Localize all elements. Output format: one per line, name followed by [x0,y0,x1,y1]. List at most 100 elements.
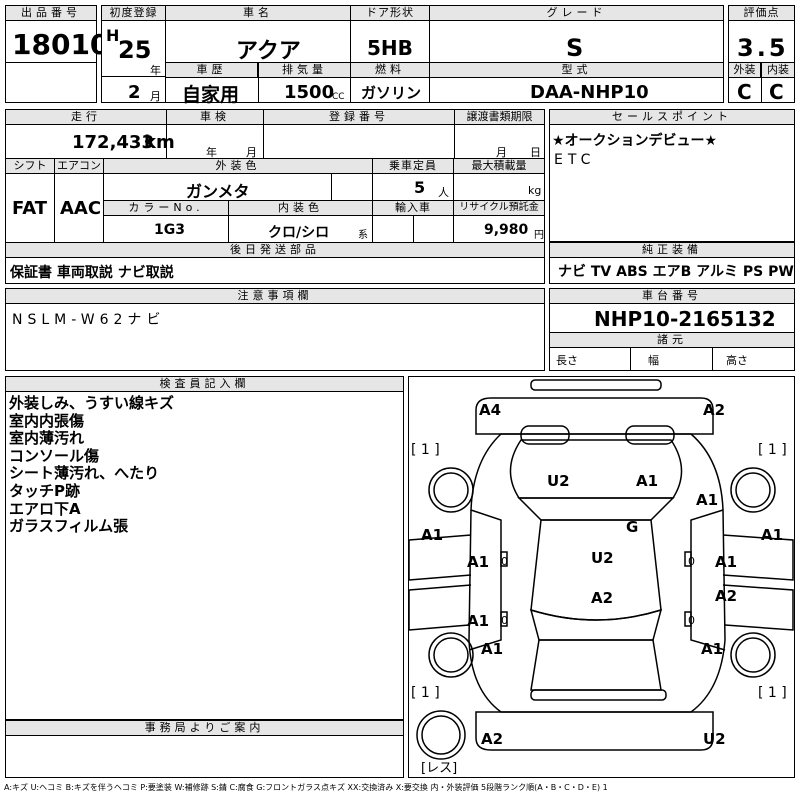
later-parts-value: 保証書 車両取説 ナビ取説 [10,265,174,281]
month-unit: 月 [150,90,161,103]
shift-label: シフト [6,159,54,174]
left-front-door [409,534,472,581]
capacity-value: 5 [414,178,426,197]
chassis-box: 車台番号 NHP10-2165132 諸元 長さ 幅 高さ [549,288,795,371]
displacement-unit: CC [332,92,345,102]
score-value: 3.5 [737,34,789,62]
rear-bumper-strip [530,689,667,701]
door-label: ドア形状 [351,6,429,21]
displacement-label: 排気量 [259,63,350,78]
mark-u2-roof: U2 [591,549,614,567]
specs-label: 諸元 [550,333,794,348]
mark-u2-upper: U2 [547,472,570,490]
caution-value: NSLM-W62ナビ [12,312,166,328]
inspector-note: 室内薄汚れ [9,429,85,448]
car-diagram-box: A4 A2 U2 A1 A1 G A1 A1 A1 U2 A1 A2 A2 A1… [408,376,795,778]
mark-a2-bottom-left: A2 [481,730,503,748]
score-label: 評価点 [729,6,794,21]
year-value: 25 [118,36,152,64]
rear-right-wheel-inner [735,637,771,673]
mileage-label: 走行 [6,110,166,125]
inspector-note: シート薄汚れ、へたり [9,464,160,483]
mark-a1-right-fender: A1 [696,491,718,509]
mark-a1-left-rear: A1 [467,612,489,630]
tire-depth-right-front: 0 [688,555,695,568]
mark-g: G [626,518,638,536]
inspector-note: 外装しみ、うすい線キズ [9,394,175,412]
length-label: 長さ [556,354,578,367]
mark-a1-right-quarter: A1 [701,640,723,658]
right-side-line [690,509,726,651]
right-headlamp [625,425,675,445]
reg-no-label: 登録番号 [264,110,454,125]
left-side-line [468,509,502,651]
right-mirror [684,551,692,567]
inspector-label: 検査員記入欄 [6,377,403,392]
rear-bumper [475,711,714,751]
grade-label: グレード [430,6,723,21]
left-handle [500,611,508,627]
first-registration-label: 初度登録 [102,6,165,21]
int-color-unit: 系 [358,230,368,241]
lot-number-label: 出品番号 [6,6,96,21]
sales-point-label: セールスポイント [550,110,794,125]
aircon-label: エアコン [55,159,103,174]
front-left-wheel [428,467,474,513]
fuel-value: ガソリン [361,84,422,102]
left-mirror [500,551,508,567]
ext-color-label: 外装色 [104,159,372,174]
car-name-value: アクア [236,39,301,64]
month-value: 2 [128,82,141,103]
door-value: 5HB [367,36,413,60]
aircon-value: AAC [60,198,102,219]
lot-number-box: 出品番号 18010 [5,5,109,103]
inspector-note: ガラスフィルム張 [9,517,129,536]
import-label: 輸入車 [373,201,453,216]
hatch [530,639,662,691]
door-box: ドア形状 5HB 燃料 ガソリン [350,5,430,103]
oem-equip-value: ナビ TV ABS エアB アルミ PS PW [558,264,794,280]
sales-point-2: ETC [554,152,596,168]
mark-a1-right-side: A1 [761,526,783,544]
mark-a1-left-front: A1 [421,526,443,544]
caution-box: 注意事項欄 NSLM-W62ナビ [5,288,545,371]
inspector-note: タッチP跡 [9,481,80,500]
spare-tire [416,710,466,760]
mark-u2-bottom: U2 [703,730,726,748]
color-no-value: 1G3 [154,222,185,238]
transfer-month-unit: 月 [496,146,507,159]
fuel-label: 燃料 [351,63,429,78]
mark-a4: A4 [479,401,501,419]
oem-equip-box: 純正装備 ナビ TV ABS エアB アルミ PS PW [549,242,795,284]
front-left-wheel-inner [433,472,469,508]
inspector-note: 室内内張傷 [9,411,85,430]
interior-label: 内装 [762,63,794,78]
car-name-label: 車名 [166,6,350,21]
recycle-value: 9,980 [484,222,529,238]
rear-left-wheel-inner [433,637,469,673]
model-label: 型式 [430,63,723,78]
mark-a1-left-quarter: A1 [481,640,503,658]
chassis-no-label: 車台番号 [550,289,794,304]
capacity-unit: 人 [438,186,449,199]
mileage-value: 172,433 [72,132,154,153]
office-notice-box: 事務局よりご案内 [5,720,404,778]
right-rear-door [722,584,794,631]
displacement-value: 1500 [284,82,335,103]
mark-a1-right-door: A1 [715,553,737,571]
inspection-year-unit: 年 [206,146,217,159]
bracket-rear-right: [ 1 ] [758,685,787,701]
car-diagram: A4 A2 U2 A1 A1 G A1 A1 A1 U2 A1 A2 A2 A1… [409,379,794,776]
front-right-wheel-inner [735,472,771,508]
rear-right-wheel [730,632,776,678]
windshield [517,497,675,521]
mark-a1-upper: A1 [636,472,658,490]
mileage-unit: km [144,132,175,153]
inspector-note: エアロ下A [9,499,81,518]
int-color-label: 内装色 [229,201,372,216]
car-body [468,433,726,713]
year-unit: 年 [150,64,161,77]
score-box: 評価点 3.5 外装 内装 C C [728,5,795,104]
front-right-wheel [730,467,776,513]
transfer-day-unit: 日 [530,146,541,159]
